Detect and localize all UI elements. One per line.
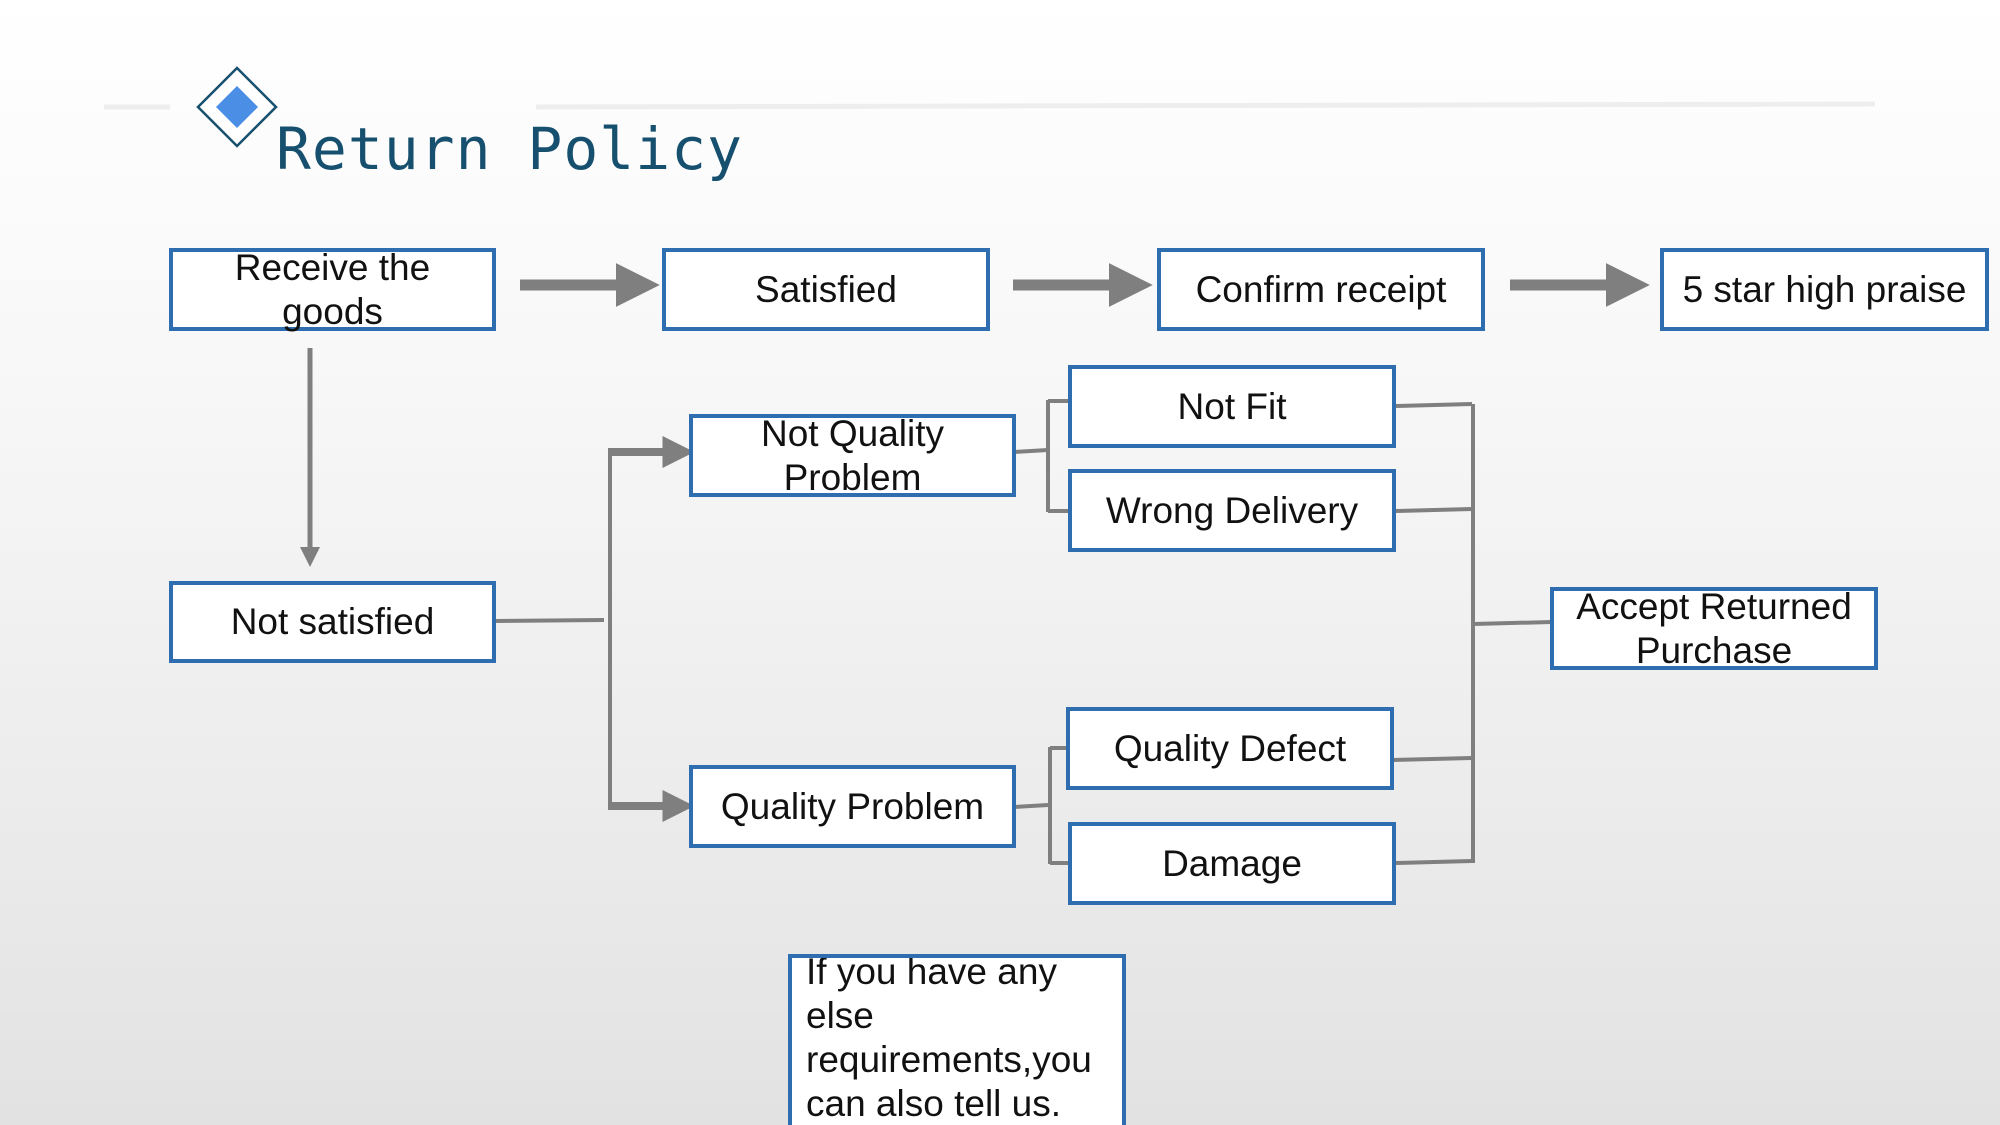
node-quality-problem: Quality Problem — [689, 765, 1016, 848]
node-quality-defect: Quality Defect — [1066, 707, 1394, 790]
node-wrong-delivery: Wrong Delivery — [1068, 469, 1396, 552]
node-receive-goods-label: Receive the goods — [234, 246, 431, 332]
connector-not-satisfied-branch — [493, 448, 612, 810]
node-receive-goods: Receive the goods — [169, 246, 496, 332]
header-rule-right — [535, 101, 1876, 110]
node-damage: Damage — [1068, 822, 1396, 905]
node-five-star-praise-label: 5 star high praise — [1682, 268, 1967, 310]
node-not-quality-problem-label: Not Quality Problem — [760, 412, 944, 498]
node-not-quality-problem: Not Quality Problem — [689, 412, 1016, 498]
node-not-satisfied-label: Not satisfied — [230, 601, 435, 642]
node-wrong-delivery-label: Wrong Delivery — [1105, 489, 1359, 531]
node-quality-defect-label: Quality Defect — [1113, 727, 1347, 769]
node-damage-label: Damage — [1162, 842, 1302, 884]
diamond-icon — [196, 66, 278, 148]
node-not-satisfied: Not satisfied — [169, 581, 496, 663]
node-satisfied: Satisfied — [662, 248, 990, 331]
node-not-fit: Not Fit — [1068, 365, 1396, 448]
node-confirm-receipt-label: Confirm receipt — [1195, 268, 1447, 310]
node-confirm-receipt: Confirm receipt — [1157, 248, 1485, 331]
connector-merge-accept — [1392, 402, 1553, 865]
node-accept-returned-purchase-label: Accept Returned Purchase — [1576, 585, 1852, 671]
connector-not-quality-bracket — [1013, 399, 1069, 513]
node-requirements-note-label: If you have any else requirements,you ca… — [806, 954, 1092, 1124]
node-requirements-note: If you have any else requirements,you ca… — [788, 954, 1126, 1125]
node-five-star-praise: 5 star high praise — [1660, 248, 1989, 331]
node-accept-returned-purchase: Accept Returned Purchase — [1550, 585, 1878, 671]
page-title: Return Policy — [276, 115, 743, 183]
connector-quality-bracket — [1013, 746, 1069, 865]
node-not-fit-label: Not Fit — [1177, 385, 1287, 427]
node-satisfied-label: Satisfied — [755, 268, 897, 310]
node-quality-problem-label: Quality Problem — [720, 785, 985, 827]
